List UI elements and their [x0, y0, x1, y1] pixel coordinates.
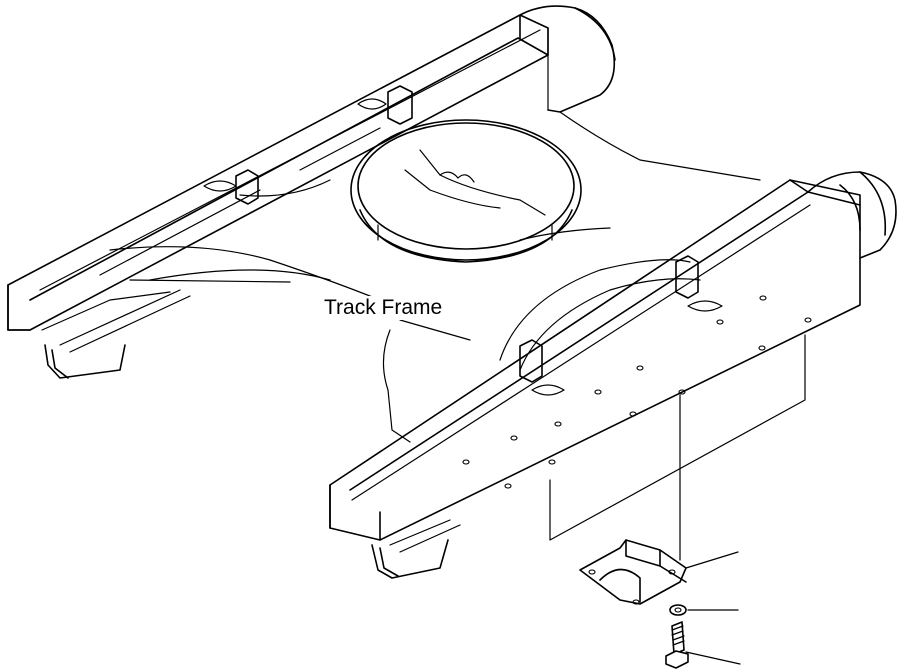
washer: [669, 604, 687, 616]
label-leader: [382, 329, 411, 443]
bolt-holes: [462, 295, 812, 489]
left-side-frame: [7, 5, 616, 379]
center-body: [109, 111, 761, 341]
track-frame-label: Track Frame: [322, 296, 445, 320]
bolt: [665, 621, 689, 669]
guard-bracket: [579, 539, 687, 605]
right-side-frame: [329, 171, 897, 579]
swing-circle: [350, 119, 582, 263]
callout-leaders: [685, 551, 741, 665]
